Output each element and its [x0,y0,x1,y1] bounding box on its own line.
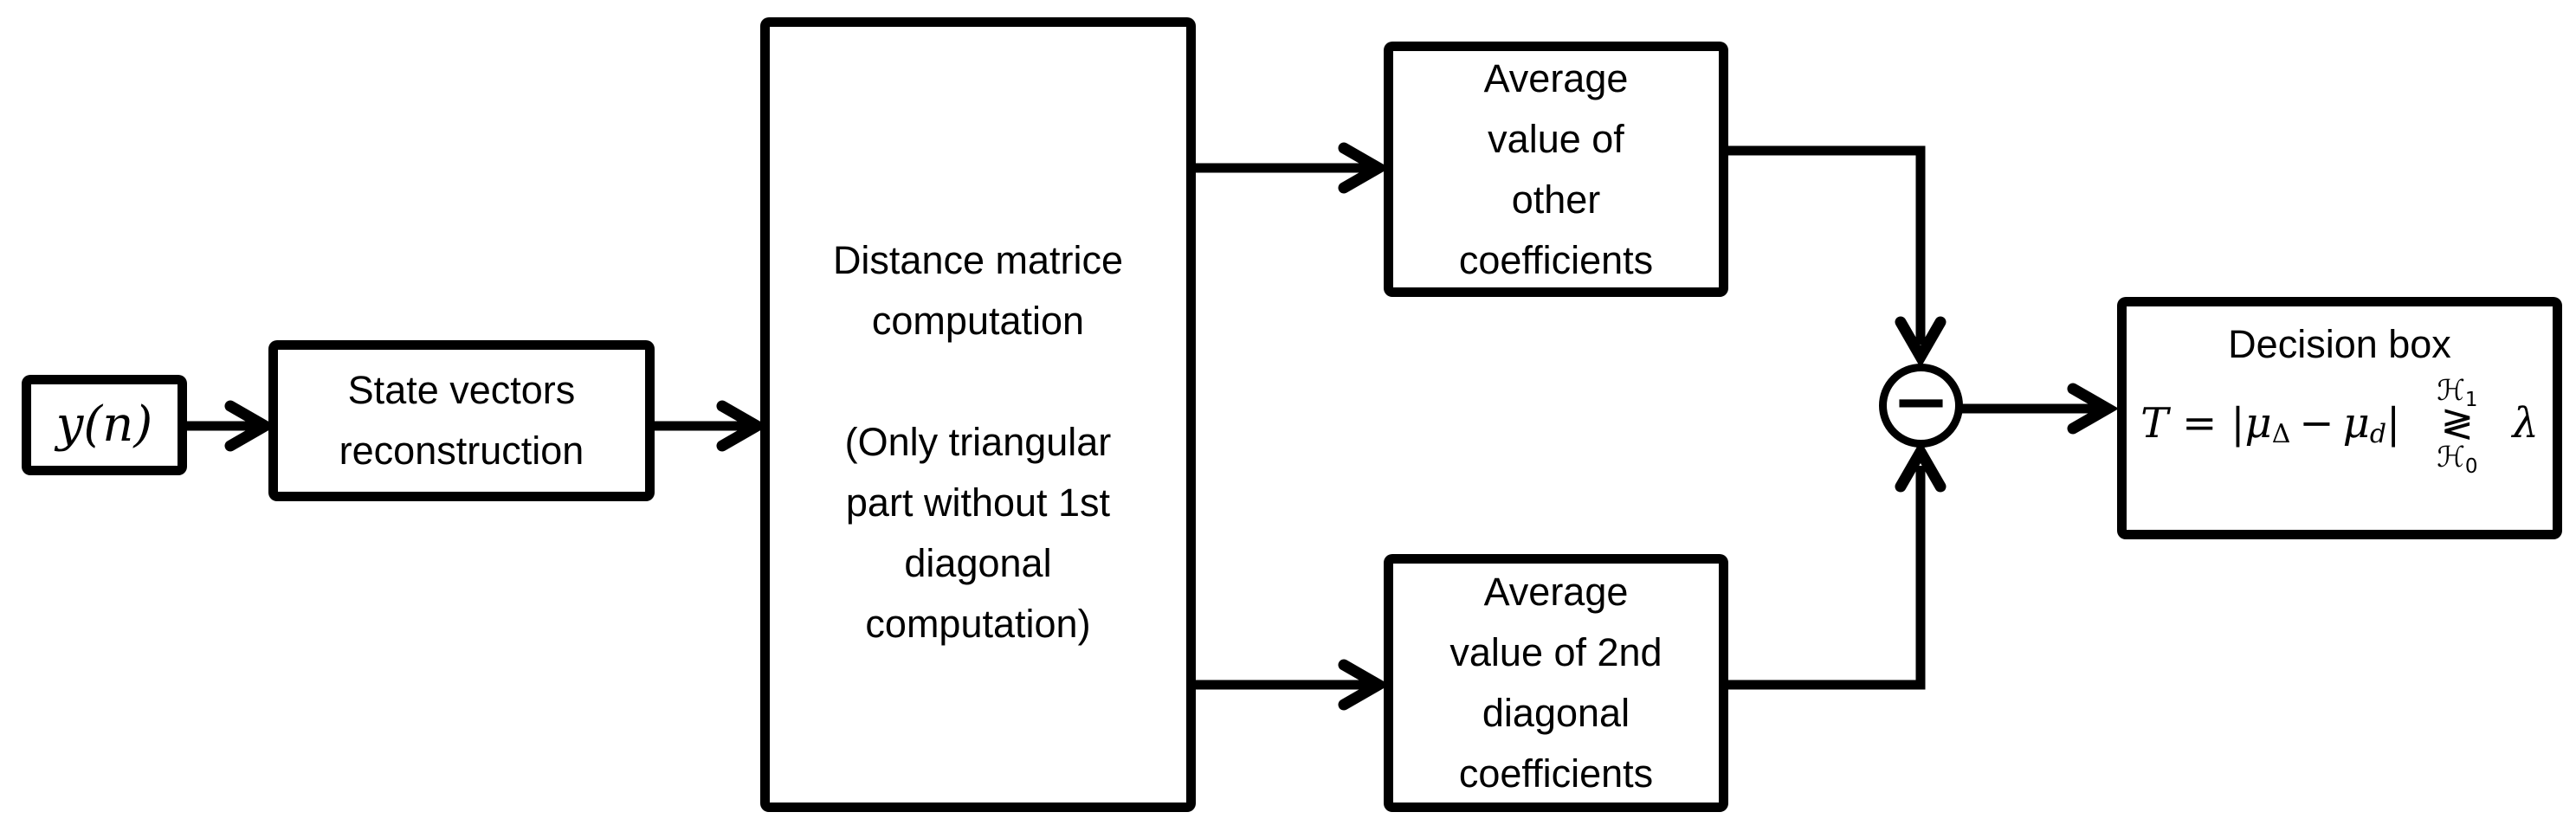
state-vectors-box: State vectors reconstruction [268,340,655,501]
formula-mu-d-sub: d [2369,418,2387,449]
arrow-input-to-state [178,400,277,452]
arrow-distance-to-avg-other [1186,142,1391,194]
decision-formula: T = | μ Δ − μ d | ℋ1 ≷ ℋ0 λ [2140,373,2539,478]
distance-matrix-label: Distance matrice computation (Only trian… [832,238,1124,646]
hypothesis-h1: ℋ1 [2437,373,2478,411]
hypothesis-stack: ℋ1 ≷ ℋ0 [2437,373,2478,478]
minus-icon: − [1891,360,1951,442]
gtrless-relation: ≷ [2440,399,2475,446]
arrow-avg-diag-to-subtract [1719,440,1947,690]
state-vectors-label: State vectors reconstruction [339,368,584,473]
avg-other-coefficients-label: Average value of other coefficients [1458,55,1654,282]
formula-bar-left: | [2231,398,2245,448]
decision-box: Decision box T = | μ Δ − μ d | ℋ1 ≷ ℋ0 λ [2117,297,2562,539]
distance-matrix-box: Distance matrice computation (Only trian… [760,17,1196,812]
avg-other-coefficients-box: Average value of other coefficients [1384,42,1728,297]
input-signal-label: y(n) [55,396,153,453]
formula-minus: − [2299,398,2334,448]
decision-box-title: Decision box [2228,322,2451,366]
formula-lambda: λ [2512,398,2539,448]
formula-mu-delta: μ [2244,398,2272,448]
arrow-avg-other-to-subtract [1719,145,1947,369]
formula-equals: = [2182,398,2218,448]
input-signal-box: y(n) [22,375,187,475]
formula-mu-d: μ [2342,398,2370,448]
hypothesis-h0: ℋ0 [2437,439,2478,478]
arrow-state-to-distance [645,400,769,452]
arrow-subtract-to-decision [1959,383,2120,435]
avg-2nd-diagonal-label: Average value of 2nd diagonal coefficien… [1449,570,1662,796]
subtract-node: − [1879,364,1963,448]
formula-mu-delta-sub: Δ [2271,418,2291,449]
avg-2nd-diagonal-box: Average value of 2nd diagonal coefficien… [1384,554,1728,812]
formula-T: T [2140,398,2169,448]
arrow-distance-to-avg-diag [1186,659,1391,711]
formula-bar-right: | [2386,398,2401,448]
